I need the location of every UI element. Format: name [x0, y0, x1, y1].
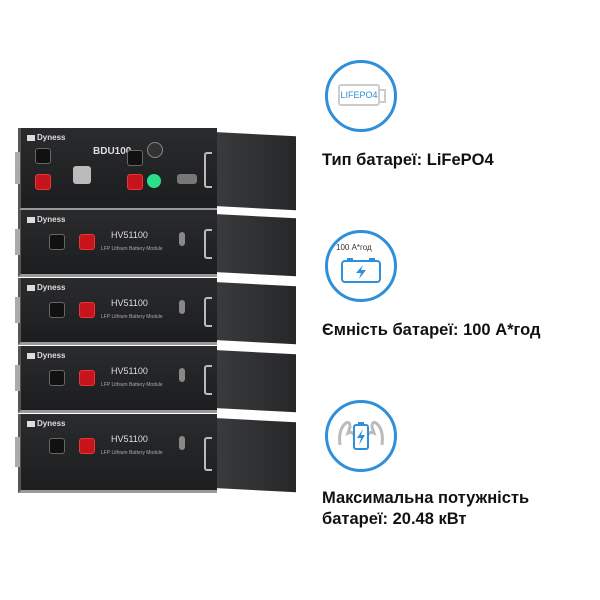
battery-module: Dyness HV51100 LFP Lithium Battery Modul…: [15, 414, 298, 493]
feature-power: Максимальна потужність батареї: 20.48 кВ…: [322, 488, 529, 530]
feature-battery-type: Тип батареї: LiFePO4: [322, 151, 494, 169]
module-subtitle: LFP Lithium Battery Module: [101, 450, 163, 456]
brand-name: Dyness: [37, 351, 66, 360]
model-label: HV51100: [111, 366, 148, 376]
module-subtitle: LFP Lithium Battery Module: [101, 314, 163, 320]
feature-icon-capacity: 100 А*год: [325, 230, 397, 302]
feature-icon-battery-type: LIFEPO4: [325, 60, 397, 132]
car-battery-icon: [341, 258, 381, 283]
feature-icon-power: [325, 400, 397, 472]
brand-logo: Dyness: [27, 419, 65, 429]
model-label: HV51100: [111, 230, 148, 240]
brand-logo: Dyness: [27, 283, 65, 293]
model-label: HV51100: [111, 298, 148, 308]
battery-module: Dyness HV51100 LFP Lithium Battery Modul…: [15, 210, 298, 277]
model-label: HV51100: [111, 434, 148, 444]
battery-lifepo4-icon: LIFEPO4: [338, 84, 380, 106]
brand-logo: Dyness: [27, 215, 65, 225]
module-subtitle: LFP Lithium Battery Module: [101, 382, 163, 388]
brand-name: Dyness: [37, 283, 66, 292]
battery-module: Dyness HV51100 LFP Lithium Battery Modul…: [15, 278, 298, 345]
model-label: BDU100: [93, 146, 132, 157]
brand-name: Dyness: [37, 215, 66, 224]
brand-logo: Dyness: [27, 351, 65, 361]
battery-module: Dyness HV51100 LFP Lithium Battery Modul…: [15, 346, 298, 413]
bdu-controller: Dyness BDU100: [15, 128, 298, 211]
brand-name: Dyness: [37, 133, 66, 142]
brand-name: Dyness: [37, 419, 66, 428]
capacity-icon-text: 100 А*год: [336, 243, 372, 252]
module-subtitle: LFP Lithium Battery Module: [101, 246, 163, 252]
feature-power-line1: Максимальна потужність: [322, 489, 530, 507]
feature-capacity: Ємність батареї: 100 А*год: [322, 321, 541, 339]
strong-battery-icon: [338, 421, 384, 450]
brand-logo: Dyness: [27, 133, 65, 143]
feature-power-line2: батареї: 20.48 кВт: [322, 510, 467, 528]
